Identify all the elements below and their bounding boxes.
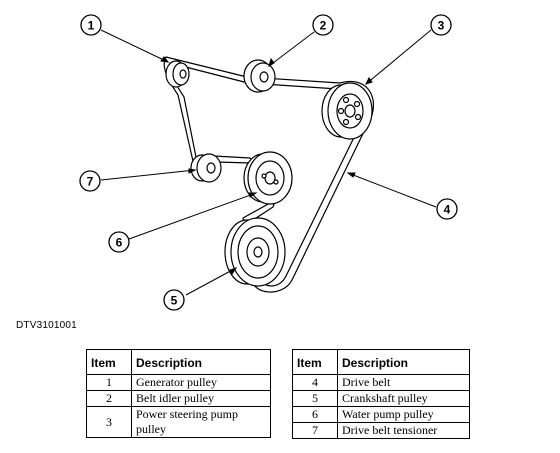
item-column-header: Item [292, 349, 338, 375]
belt-routing-diagram: 1 2 3 4 5 6 7 [79, 14, 458, 311]
description-column-header: Description [337, 349, 470, 375]
power-steering-pump-pulley [321, 82, 373, 140]
legend-row: 5 Crankshaft pulley [292, 390, 470, 407]
callout-5: 5 [163, 289, 185, 311]
drive-belt-tensioner [190, 153, 222, 183]
callout-4: 4 [436, 198, 458, 220]
legend-row: 4 Drive belt [292, 374, 470, 391]
legend-item-description: Power steering pump pulley [131, 406, 271, 438]
legend-item-number: 1 [86, 374, 132, 391]
legend-item-number: 4 [292, 374, 338, 391]
legend-item-description: Belt idler pulley [131, 390, 271, 407]
callout-7: 7 [79, 170, 101, 192]
svg-text:3: 3 [438, 19, 445, 33]
legend-table-right: Item Description 4 Drive belt 5 Cranksha… [292, 349, 470, 439]
legend-row: 2 Belt idler pulley [86, 390, 271, 407]
svg-text:5: 5 [171, 294, 178, 308]
legend-item-description: Drive belt [337, 374, 470, 391]
generator-pulley [165, 60, 190, 88]
callout-2: 2 [312, 14, 334, 36]
legend-item-number: 7 [292, 422, 338, 439]
callout-3: 3 [430, 14, 452, 36]
legend-row: 6 Water pump pulley [292, 406, 470, 423]
crankshaft-pulley [224, 217, 286, 287]
svg-text:7: 7 [87, 175, 94, 189]
callout-6: 6 [108, 231, 130, 253]
legend-item-number: 6 [292, 406, 338, 423]
callout-1: 1 [80, 14, 102, 36]
svg-text:2: 2 [320, 19, 327, 33]
legend-row: 7 Drive belt tensioner [292, 422, 470, 439]
legend-item-number: 5 [292, 390, 338, 407]
legend-item-description: Water pump pulley [337, 406, 470, 423]
legend-item-description: Generator pulley [131, 374, 271, 391]
legend-item-number: 2 [86, 390, 132, 407]
belt-idler-pulley [243, 59, 276, 93]
description-column-header: Description [131, 349, 271, 375]
water-pump-pulley [243, 151, 293, 205]
svg-text:1: 1 [88, 19, 95, 33]
svg-text:4: 4 [444, 203, 451, 217]
svg-text:6: 6 [116, 236, 123, 250]
legend-row: 1 Generator pulley [86, 374, 271, 391]
figure-code: DTV3101001 [16, 320, 77, 331]
legend-header-row: Item Description [86, 349, 271, 375]
item-column-header: Item [86, 349, 132, 375]
legend-item-number: 3 [86, 406, 132, 438]
legend-item-description: Crankshaft pulley [337, 390, 470, 407]
legend-item-description: Drive belt tensioner [337, 422, 470, 439]
legend-table-left: Item Description 1 Generator pulley 2 Be… [86, 349, 271, 438]
legend-header-row: Item Description [292, 349, 470, 375]
legend-row: 3 Power steering pump pulley [86, 406, 271, 438]
